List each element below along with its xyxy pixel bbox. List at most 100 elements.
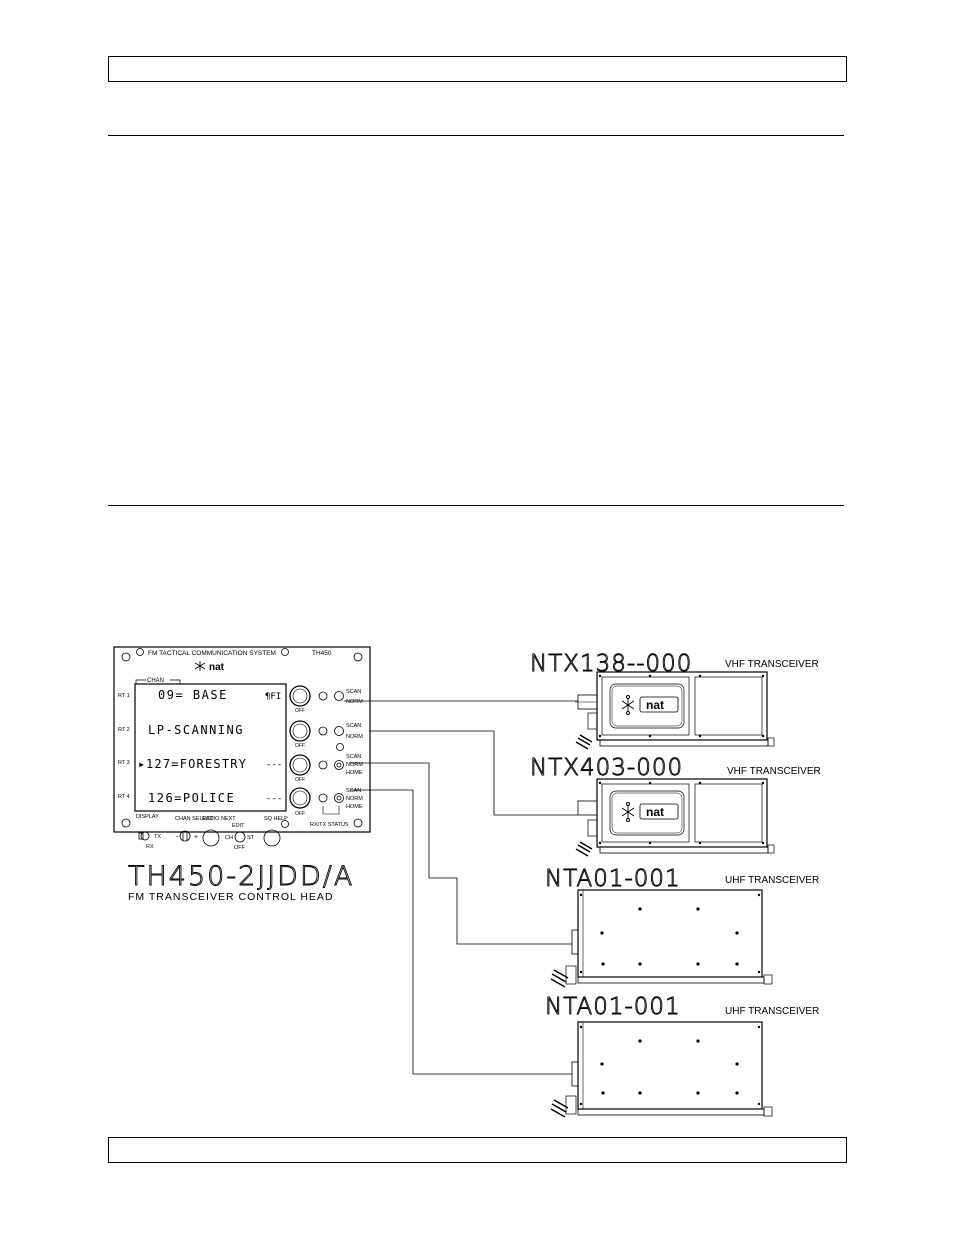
mode-toggle-4[interactable] [334,793,344,803]
radio-next-button[interactable] [202,829,220,847]
switch-3-norm: NORM [346,762,363,768]
screw-icon [136,648,144,656]
rt-label-4: RT 4 [118,794,130,800]
switch-2-scan: SCAN [346,723,361,729]
unit-4-type: UHF TRANSCEIVER [725,1006,819,1017]
switch-4-home: HOME [346,804,363,810]
off-label-4: OFF [295,811,305,817]
switch-3-scan: SCAN [346,754,361,760]
head-brand: nat [209,662,225,673]
transceiver-unit-4: NTA01-001 UHF TRANSCEIVER [545,994,819,1118]
lcd-screen [134,683,287,812]
unit-4-base [577,1108,765,1116]
unit-1-brand: nat [646,698,664,712]
switch-3-home: HOME [346,770,363,776]
plus-label: + [194,834,198,841]
connector-icon [575,734,593,750]
screw-icon [281,820,289,828]
lcd-status-3: --- [266,760,282,770]
unit-3-model: NTA01-001 [545,866,681,892]
tx-label: TX [154,834,161,840]
head-model-name: TH450-2JJDD/A [128,861,354,892]
volume-knob-3[interactable] [289,754,311,776]
volume-knob-1[interactable] [289,685,311,707]
wire-rt2 [369,730,578,816]
unit-3-chassis [577,889,763,978]
st-label: ST [247,835,255,841]
unit-4-model: NTA01-001 [545,994,681,1020]
status-led-2 [318,726,328,736]
screw-icon [353,818,363,828]
status-led-1 [318,691,328,701]
rt-label-2: RT 2 [118,727,130,733]
lcd-line-4: 126=POLICE [148,791,235,805]
head-model-caption: FM TRANSCEIVER CONTROL HEAD [128,891,334,903]
volume-knob-4[interactable] [289,787,311,809]
system-title: FM TACTICAL COMMUNICATION SYSTEM [148,650,276,657]
display-label: DISPLAY [136,814,159,820]
off-label-3: OFF [295,777,305,783]
minus-label: - [176,834,179,841]
lcd-line-2: LP-SCANNING [148,723,244,737]
switch-2-norm: NORM [346,734,363,740]
header-box [108,56,847,82]
screw-icon [121,652,131,662]
mode-toggle-2[interactable] [334,726,344,736]
unit-2-base [599,846,769,854]
control-head: FM TACTICAL COMMUNICATION SYSTEM TH450 n… [113,646,371,903]
section-rule-top [108,135,844,136]
nat-logo-icon [621,802,635,822]
status-led-4 [318,793,328,803]
footer-box [108,1137,847,1163]
chan-select-knob[interactable] [179,830,191,842]
screw-icon [336,743,344,751]
status-led-3 [318,760,328,770]
rx-label: RX [146,844,154,850]
mode-toggle-1[interactable] [334,691,344,701]
section-rule-middle [108,505,844,506]
lcd-line-1: 09= BASE [158,688,228,702]
sq-help-button[interactable] [263,829,281,847]
unit-1-type: VHF TRANSCEIVER [725,659,819,670]
chan-label: CHAN [147,678,164,684]
unit-1-base [599,739,769,747]
unit-2-model: NTX403-000 [530,755,683,781]
screw-icon [353,652,363,662]
mode-toggle-3[interactable] [334,760,344,770]
connector-icon [550,969,569,988]
lcd-status-1: ¶FI [265,692,281,702]
edit-off-label: OFF [234,845,246,851]
lcd-line-3: 127=FORESTRY [146,757,247,771]
ch-label: CH [225,835,233,841]
screw-icon [281,648,289,656]
edit-toggle[interactable] [234,831,246,843]
lcd-status-4: --- [266,794,282,804]
transceiver-unit-3: NTA01-001 UHF TRANSCEIVER [545,866,819,988]
nat-logo-icon [621,695,635,715]
switch-4-scan: SCAN [346,788,361,794]
display-toggle-icon[interactable] [140,831,150,841]
chan-bracket [135,679,181,684]
off-label-2: OFF [295,743,305,749]
unit-2-type: VHF TRANSCEIVER [727,766,821,777]
switch-1-norm: NORM [346,699,363,705]
wiring [344,700,578,1075]
selection-arrow-icon: ▸ [138,757,145,771]
rt-label-1: RT 1 [118,693,130,699]
model-badge: TH450 [312,650,332,657]
off-label-1: OFF [295,708,305,714]
unit-3-type: UHF TRANSCEIVER [725,875,819,886]
connector-icon [575,841,593,857]
volume-knob-2[interactable] [289,720,311,742]
screw-icon [121,818,131,828]
radio-next-label: RADIO NEXT [202,816,236,822]
wire-rt4 [350,789,572,1075]
chan-select-label: CHAN SELECT [175,816,214,822]
unit-2-brand: nat [646,805,664,819]
sq-help-label: SQ HELP [264,816,288,822]
edit-label: EDIT [232,823,245,829]
transceiver-unit-2: NTX403-000 VHF TRANSCEIVER nat [530,755,821,857]
wire-rt3 [350,762,572,945]
nat-logo-icon [194,661,206,671]
